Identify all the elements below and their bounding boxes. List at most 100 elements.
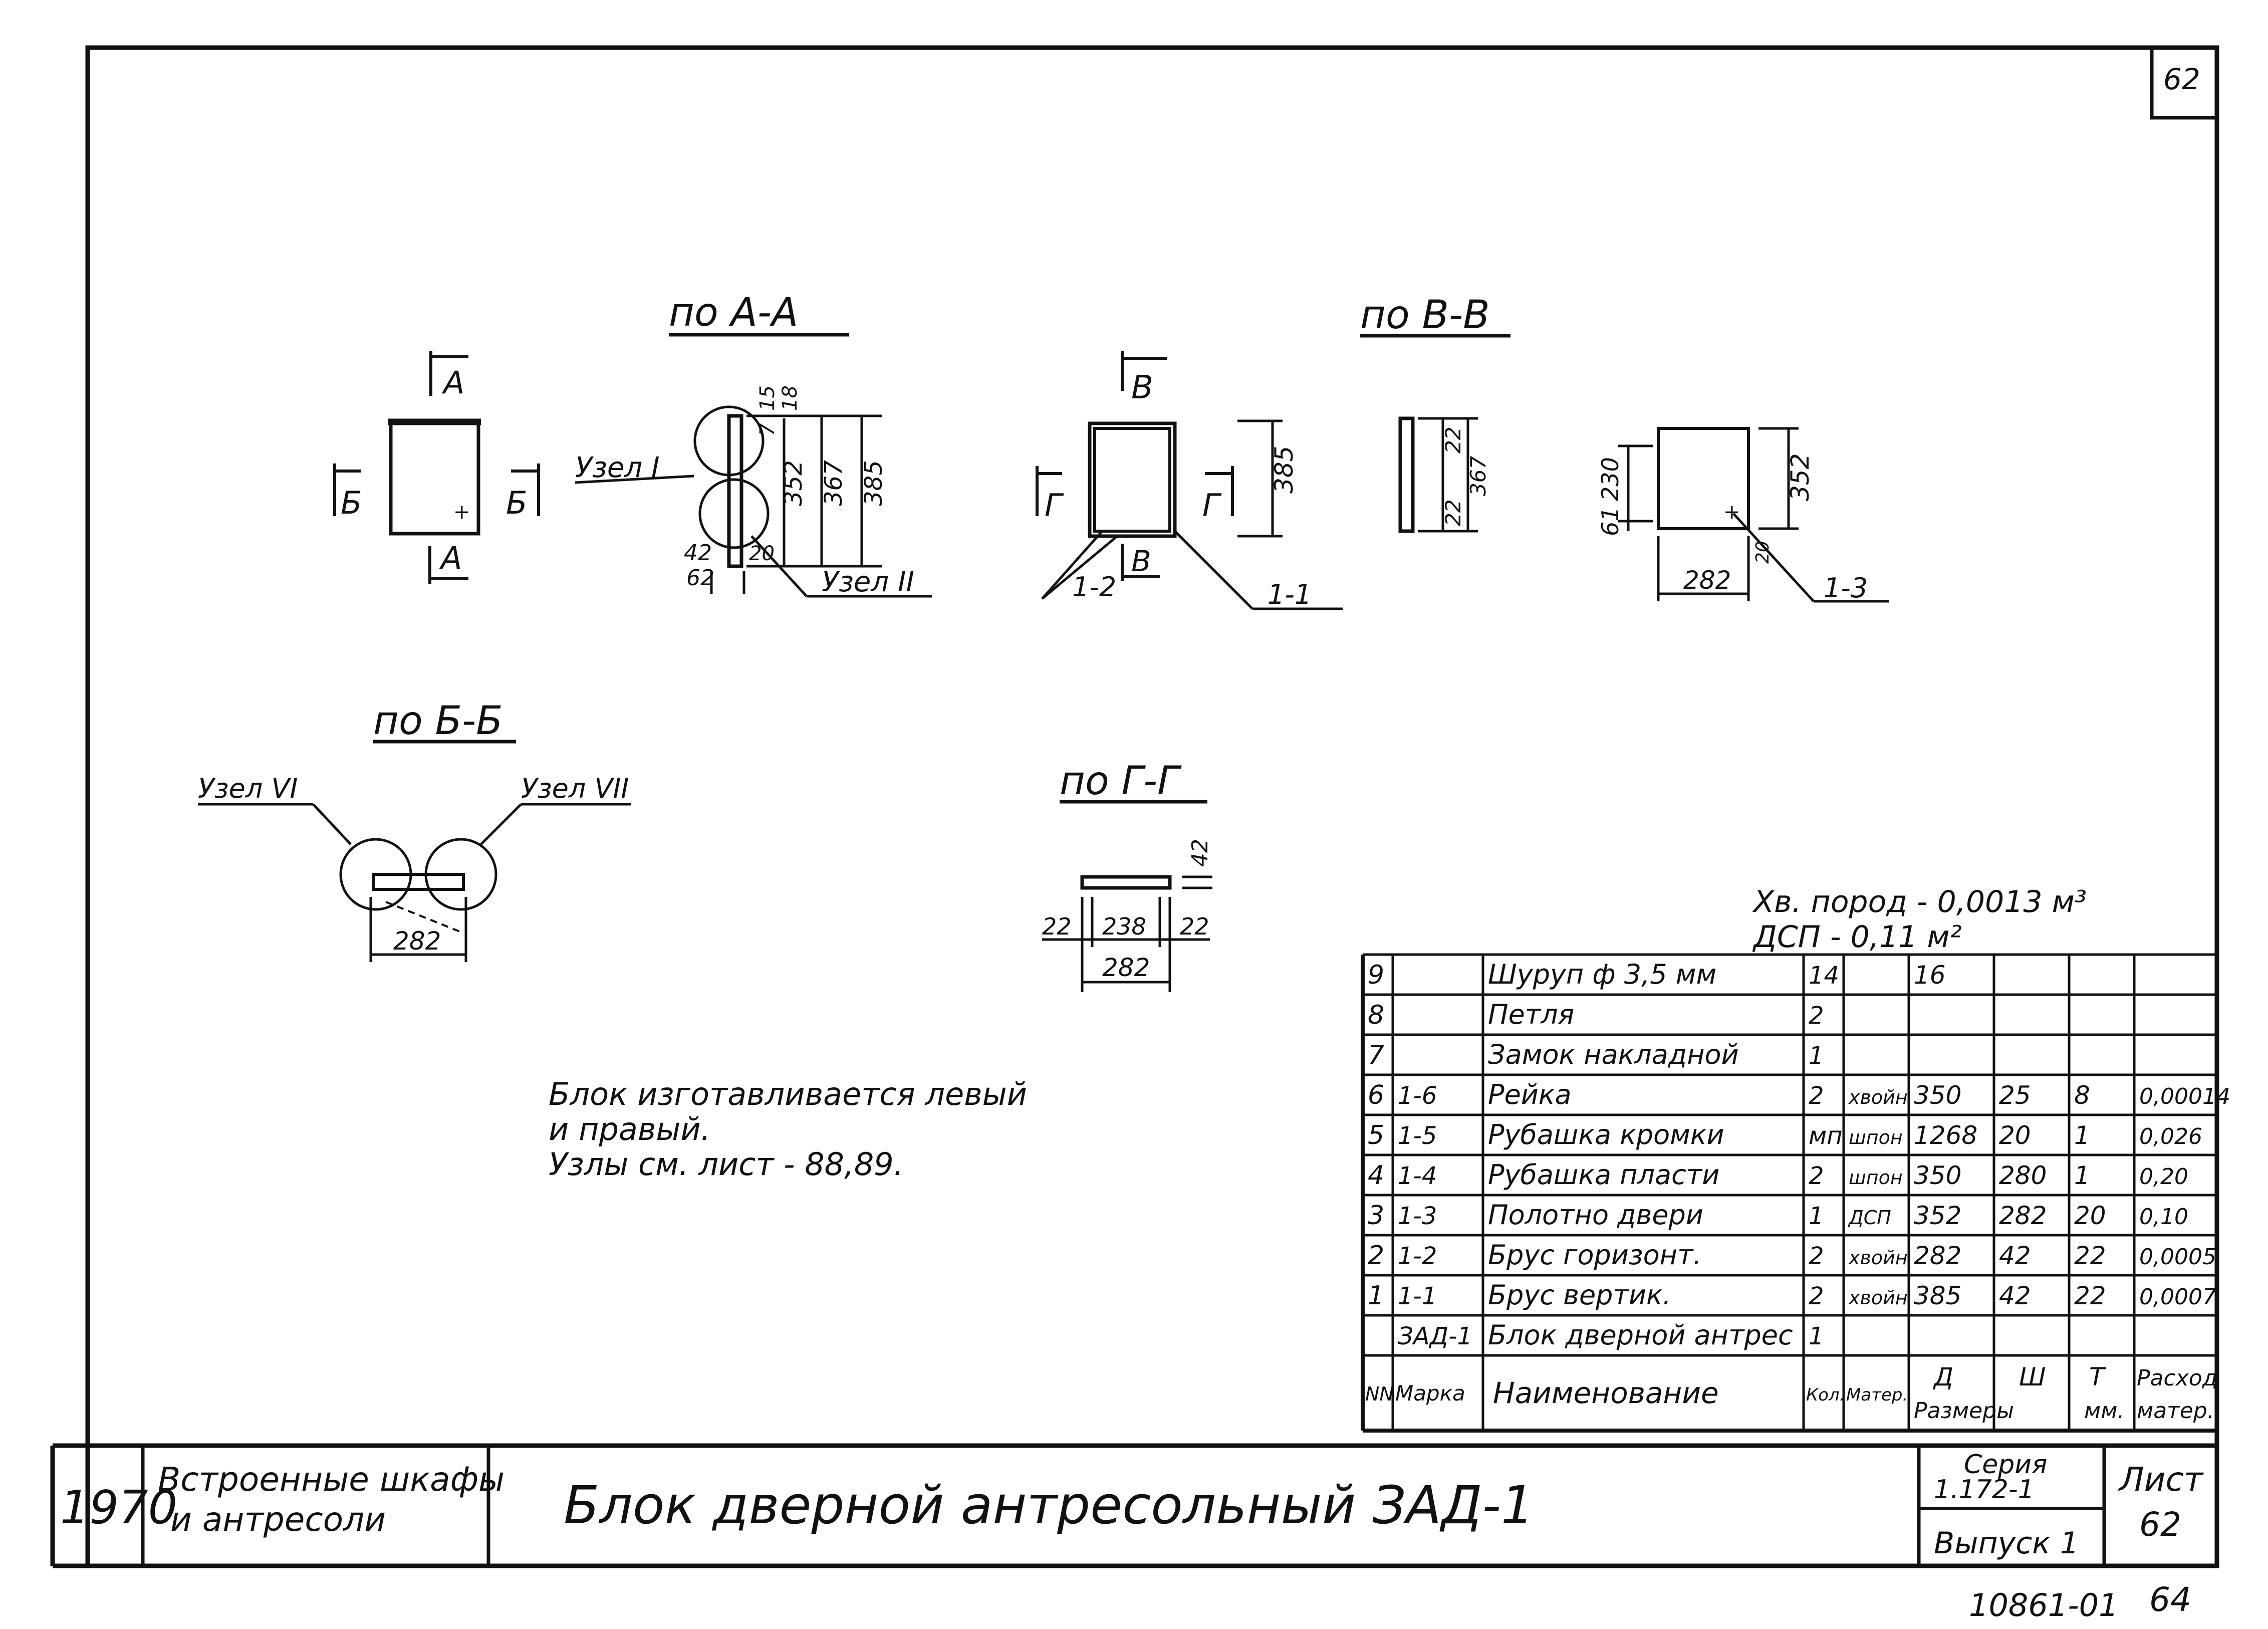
table-cell-num: 3 [1368, 1201, 1384, 1231]
table-cell-mark: 1-4 [1398, 1162, 1437, 1190]
table-cell-name: Шуруп ф 3,5 мм [1488, 959, 1716, 990]
total-dsp: ДСП - 0,11 м² [1752, 919, 1962, 955]
notes-block: Блок изготавливается левый и правый. Узл… [549, 1076, 1027, 1183]
table-cell-name: Рейка [1488, 1079, 1572, 1110]
table-cell-mark: 1-1 [1398, 1282, 1437, 1310]
node-circle-7 [424, 838, 497, 911]
table-cell-w: 25 [1999, 1081, 2031, 1110]
node-circle-6 [339, 838, 412, 911]
title-year: 1970 [60, 1481, 177, 1534]
table-cell-w: 280 [1999, 1161, 2047, 1190]
table-cell-name: Замок накладной [1488, 1039, 1739, 1070]
dim-62-aa: 62 [686, 565, 714, 591]
table-cell-mat: хвойн [1848, 1086, 1908, 1108]
dim-18-aa: 18 [779, 385, 802, 411]
table-cell-qty: 1 [1809, 1042, 1824, 1070]
table-cell-mark: 1-2 [1398, 1242, 1437, 1270]
note-line-2: и правый. [549, 1111, 710, 1147]
table-cell-t: 1 [2074, 1121, 2090, 1150]
table-cell-mark: ЗАД-1 [1398, 1322, 1472, 1350]
table-cell-mark: 1-5 [1398, 1122, 1437, 1150]
table-cell-name: Петля [1488, 999, 1574, 1030]
view-front: А А Б Б + [333, 351, 540, 584]
dim-42-aa: 42 [684, 540, 712, 566]
section-vv: по В-В 22 22 367 [1360, 293, 1510, 533]
section-bb-title: по Б-Б [373, 699, 503, 744]
table-header-num: NN [1365, 1383, 1394, 1405]
dim-20-aa: 20 [749, 542, 775, 565]
dim-42-gg: 42 [1187, 839, 1213, 867]
table-cell-t: 22 [2074, 1281, 2106, 1310]
cut-mark-a-bottom: А [439, 540, 462, 576]
table-cell-w: 20 [1999, 1121, 2031, 1150]
table-cell-num: 4 [1368, 1160, 1384, 1191]
table-cell-cons: 0,00014 [2139, 1084, 2230, 1109]
table-cell-num: 8 [1368, 1000, 1384, 1030]
table-header-mater: матер. [2137, 1398, 2214, 1424]
view-frame: В В Г Г 385 1-2 1-1 [1036, 351, 1343, 610]
table-cell-w: 42 [1999, 1281, 2031, 1310]
title-subject-2: и антресоли [170, 1500, 386, 1539]
dim-238-gg: 238 [1102, 913, 1146, 940]
table-cell-w: 42 [1999, 1241, 2031, 1270]
table-cell-qty: 1 [1809, 1202, 1824, 1230]
page-number-box [2150, 46, 2219, 120]
table-cell-num: 5 [1368, 1120, 1384, 1150]
table-header-t: Т [2089, 1362, 2106, 1391]
table-cell-cons: 0,026 [2139, 1124, 2202, 1149]
table-header-mm: мм. [2084, 1398, 2124, 1424]
page-number: 62 [2163, 62, 2200, 96]
table-cell-qty: 2 [1809, 1002, 1824, 1030]
table-cell-cons: 0,10 [2139, 1204, 2188, 1230]
dim-61-leaf: 61 [1597, 507, 1624, 536]
table-cell-cons: 0,20 [2139, 1164, 2188, 1190]
dim-22-gg-left: 22 [1042, 913, 1072, 940]
table-cell-mat: шпон [1849, 1167, 1903, 1189]
table-header-consumption: Расход [2137, 1365, 2217, 1391]
table-cell-d: 16 [1914, 961, 1946, 990]
table-cell-d: 385 [1914, 1281, 1961, 1310]
table-header-sizes: Размеры [1914, 1398, 2014, 1424]
dim-7-aa: 7 [756, 423, 779, 436]
table-cell-qty: мп [1809, 1122, 1843, 1150]
cut-mark-v-bottom: В [1131, 544, 1151, 578]
cut-mark-a-top: А [441, 364, 464, 401]
table-cell-num: 9 [1368, 960, 1384, 990]
sheet-value: 62 [2139, 1505, 2181, 1544]
table-cell-mat: шпон [1849, 1126, 1903, 1148]
dim-282-leaf: 282 [1683, 566, 1731, 595]
table-cell-qty: 1 [1809, 1322, 1824, 1350]
uzel-2-label: Узел II [822, 566, 914, 598]
dim-367-aa: 367 [820, 460, 848, 506]
table-cell-name: Блок дверной антрес [1488, 1319, 1793, 1351]
table-cell-name: Брус вертик. [1488, 1279, 1671, 1311]
table-cell-num: 7 [1368, 1040, 1384, 1070]
note-line-3: Узлы см. лист - 88,89. [549, 1146, 903, 1183]
table-cell-mark: 1-6 [1398, 1082, 1437, 1110]
table-cell-d: 1268 [1914, 1121, 1977, 1150]
table-header-qty: Кол. [1806, 1385, 1845, 1405]
uzel-6-label: Узел VI [198, 773, 298, 804]
table-cell-mat: хвойн [1848, 1287, 1908, 1309]
note-line-1: Блок изготавливается левый [549, 1076, 1027, 1112]
dim-230-leaf: 230 [1597, 457, 1624, 501]
table-cell-name: Брус горизонт. [1488, 1239, 1702, 1271]
series-value: 1.172-1 [1934, 1475, 2035, 1505]
table-cell-t: 1 [2074, 1161, 2090, 1190]
table-cell-mat: хвойн [1848, 1247, 1908, 1269]
sheet-label: Лист [2118, 1460, 2204, 1499]
section-vv-title: по В-В [1360, 293, 1490, 338]
cut-mark-g-right: Г [1202, 487, 1222, 524]
svg-text:+: + [1723, 501, 1740, 524]
dim-352-aa: 352 [780, 460, 808, 506]
table-cell-name: Полотно двери [1488, 1199, 1703, 1231]
cut-mark-b-left: Б [341, 485, 362, 521]
dim-22-vv-bottom: 22 [1441, 500, 1465, 526]
sheet-frame [85, 45, 2219, 1568]
dim-282-gg: 282 [1102, 953, 1150, 982]
table-cell-d: 350 [1914, 1081, 1961, 1110]
table-cell-qty: 14 [1809, 962, 1839, 990]
table-cell-t: 20 [2074, 1201, 2106, 1230]
uzel-1-label: Узел I [575, 451, 659, 484]
table-cell-num: 2 [1368, 1241, 1384, 1271]
